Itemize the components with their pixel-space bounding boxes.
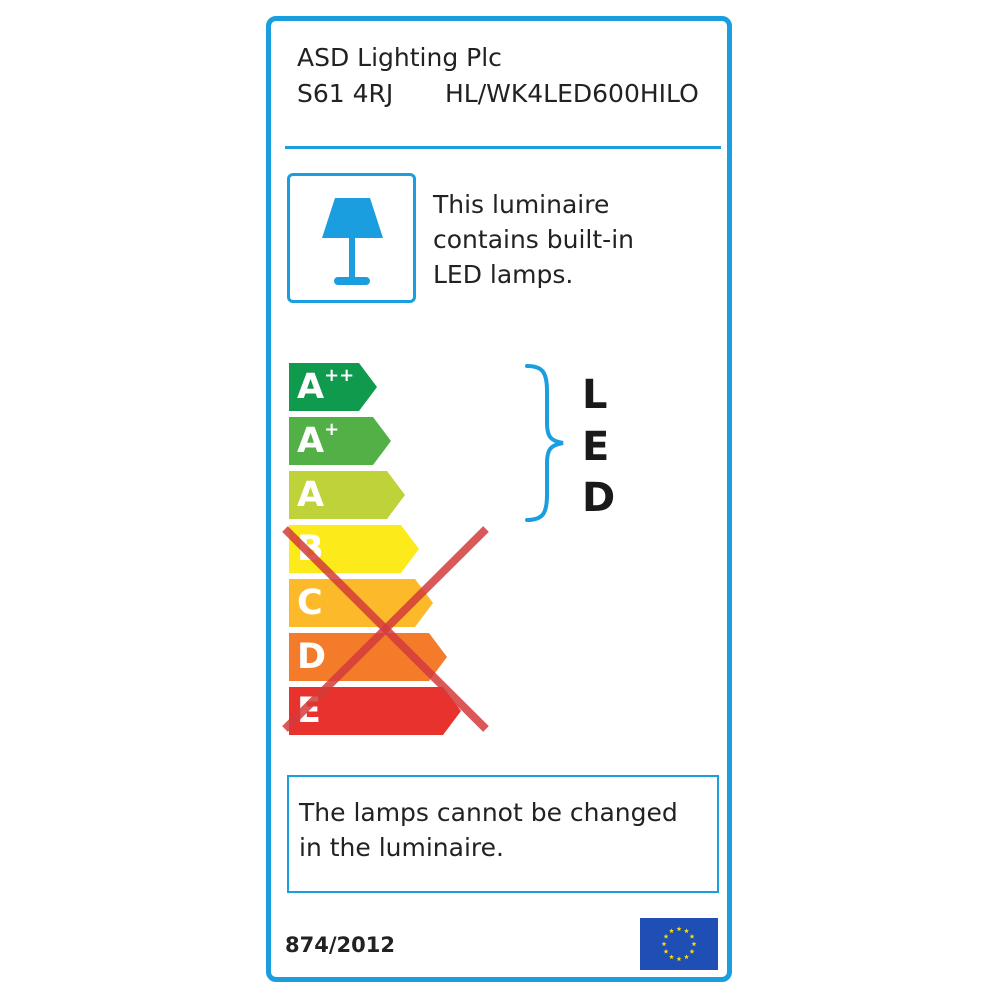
eu-star-icon — [676, 926, 682, 932]
description-line: LED lamps. — [433, 260, 574, 289]
note-text: The lamps cannot be changed in the lumin… — [299, 795, 709, 865]
eu-star-icon — [689, 948, 695, 954]
led-letter: D — [582, 475, 616, 521]
led-letter: E — [582, 424, 610, 470]
brace-icon — [525, 364, 564, 522]
cross-line — [282, 526, 489, 732]
eu-star-icon — [684, 954, 689, 960]
eu-flag-icon — [640, 918, 718, 970]
supplier-postcode: S61 4RJ — [297, 79, 394, 108]
luminaire-description: This luminaire contains built-in LED lam… — [433, 187, 713, 292]
class-bar — [289, 633, 447, 681]
eu-star-icon — [689, 933, 695, 939]
class-bar — [289, 687, 461, 735]
eu-star-icon — [691, 941, 697, 947]
note-line: The lamps cannot be changed — [299, 798, 678, 827]
energy-class-a-plus-plus: A++ — [289, 363, 379, 411]
energy-class-a-plus: A+ — [289, 417, 394, 465]
energy-label: ASD Lighting Plc S61 4RJ HL/WK4LED600HIL… — [266, 16, 732, 982]
luminaire-icon-box — [287, 173, 416, 303]
class-bar — [289, 471, 405, 519]
regulation-number: 874/2012 — [285, 933, 395, 957]
description-line: contains built-in — [433, 225, 634, 254]
led-letter: L — [582, 372, 608, 418]
energy-class-a: A — [289, 471, 409, 519]
energy-class-d: D — [289, 633, 454, 681]
class-bar — [289, 417, 391, 465]
class-letter: A+ — [297, 419, 340, 462]
lamp-replacement-note: The lamps cannot be changed in the lumin… — [287, 775, 719, 893]
eu-star-icon — [663, 948, 669, 954]
eu-star-icon — [684, 928, 689, 934]
header-divider — [285, 146, 721, 149]
description-line: This luminaire — [433, 190, 610, 219]
class-letter: A++ — [297, 365, 355, 408]
eu-star-icon — [669, 928, 674, 934]
table-lamp-icon — [322, 198, 383, 285]
class-letter: D — [297, 637, 327, 677]
class-letter: A — [297, 475, 325, 515]
note-line: in the luminaire. — [299, 833, 504, 862]
model-identifier: HL/WK4LED600HILO — [445, 79, 699, 108]
class-letter: C — [297, 583, 323, 623]
incompatible-cross — [282, 526, 489, 732]
eu-star-icon — [676, 956, 682, 962]
supplier-name: ASD Lighting Plc — [297, 43, 502, 72]
eu-star-icon — [661, 941, 667, 947]
class-bar — [289, 363, 377, 411]
eu-star-icon — [663, 933, 669, 939]
eu-star-icon — [669, 954, 674, 960]
